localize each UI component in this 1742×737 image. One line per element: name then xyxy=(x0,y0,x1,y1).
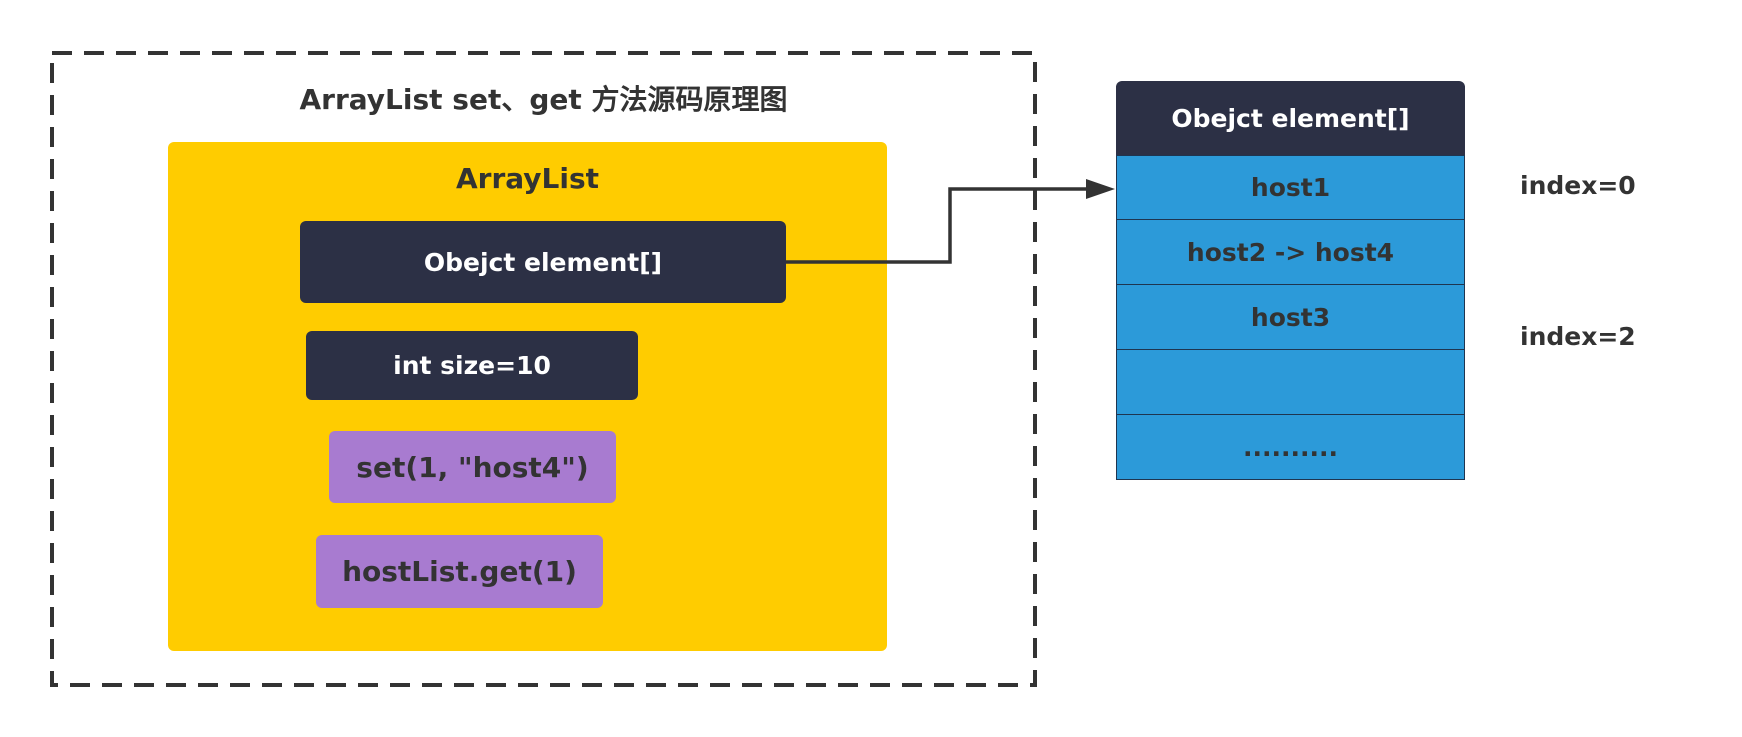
array-cell-0-label: host1 xyxy=(1250,173,1331,202)
array-cell-4-label: .......... xyxy=(1243,432,1338,462)
array-cell-4: .......... xyxy=(1116,415,1465,480)
array-cell-3 xyxy=(1116,350,1465,415)
array-cell-0: host1 xyxy=(1116,155,1465,220)
element-array: host1 host2 -> host4 host3 .......... xyxy=(1116,155,1465,480)
array-cell-1: host2 -> host4 xyxy=(1116,220,1465,285)
size-field-label: int size=10 xyxy=(393,351,551,380)
array-cell-1-label: host2 -> host4 xyxy=(1186,237,1395,267)
set-method-box: set(1, "host4") xyxy=(329,431,616,503)
dashed-frame xyxy=(50,51,1037,687)
element-array-header: Obejct element[] xyxy=(1116,81,1465,155)
element-field-box: Obejct element[] xyxy=(300,221,786,303)
reference-arrow xyxy=(786,187,1092,264)
arrow-head xyxy=(1086,179,1115,199)
index-label-0: index=0 xyxy=(1520,171,1636,200)
element-field-label: Obejct element[] xyxy=(423,247,663,277)
element-array-header-label: Obejct element[] xyxy=(1171,103,1410,133)
diagram-title: ArrayList set、get 方法源码原理图 xyxy=(299,83,788,116)
dashed-frame-border xyxy=(50,51,1037,687)
array-cell-2: host3 xyxy=(1116,285,1465,350)
arraylist-label: ArrayList xyxy=(455,162,600,195)
array-cell-2-label: host3 xyxy=(1250,302,1331,332)
set-method-label: set(1, "host4") xyxy=(356,450,589,484)
index-label-2: index=2 xyxy=(1520,322,1636,351)
get-method-label: hostList.get(1) xyxy=(342,555,577,588)
size-field-box: int size=10 xyxy=(306,331,638,400)
get-method-box: hostList.get(1) xyxy=(316,535,603,608)
